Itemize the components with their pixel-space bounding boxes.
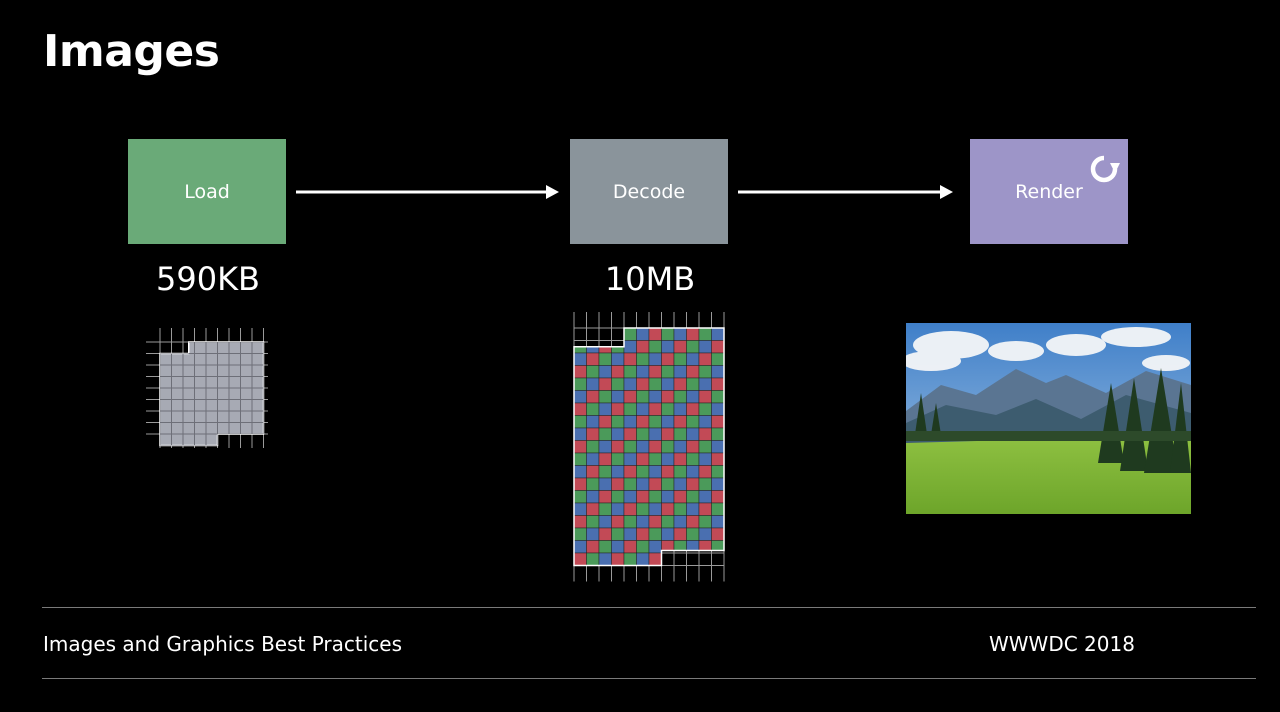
footer-talk-title: Images and Graphics Best Practices	[43, 632, 403, 656]
landscape-photo	[906, 323, 1191, 514]
footer-top-divider	[42, 607, 1256, 608]
decoded-image-grid	[573, 312, 725, 582]
stage-load: Load	[128, 139, 286, 244]
refresh-icon	[1090, 155, 1120, 183]
stage-render-label: Render	[1015, 180, 1083, 203]
stage-load-label: Load	[184, 180, 230, 203]
size-load: 590KB	[155, 260, 260, 298]
footer-event: WWWDC 2018	[989, 632, 1135, 656]
arrow-load-to-decode	[296, 185, 559, 199]
arrow-decode-to-render	[738, 185, 953, 199]
stage-decode-label: Decode	[612, 180, 686, 203]
stage-decode: Decode	[570, 139, 728, 244]
size-decode: 10MB	[604, 260, 696, 298]
footer-bottom-divider	[42, 678, 1256, 679]
stage-render: Render	[970, 139, 1128, 244]
page-title: Images	[43, 26, 220, 77]
compressed-image-grid	[146, 328, 268, 448]
